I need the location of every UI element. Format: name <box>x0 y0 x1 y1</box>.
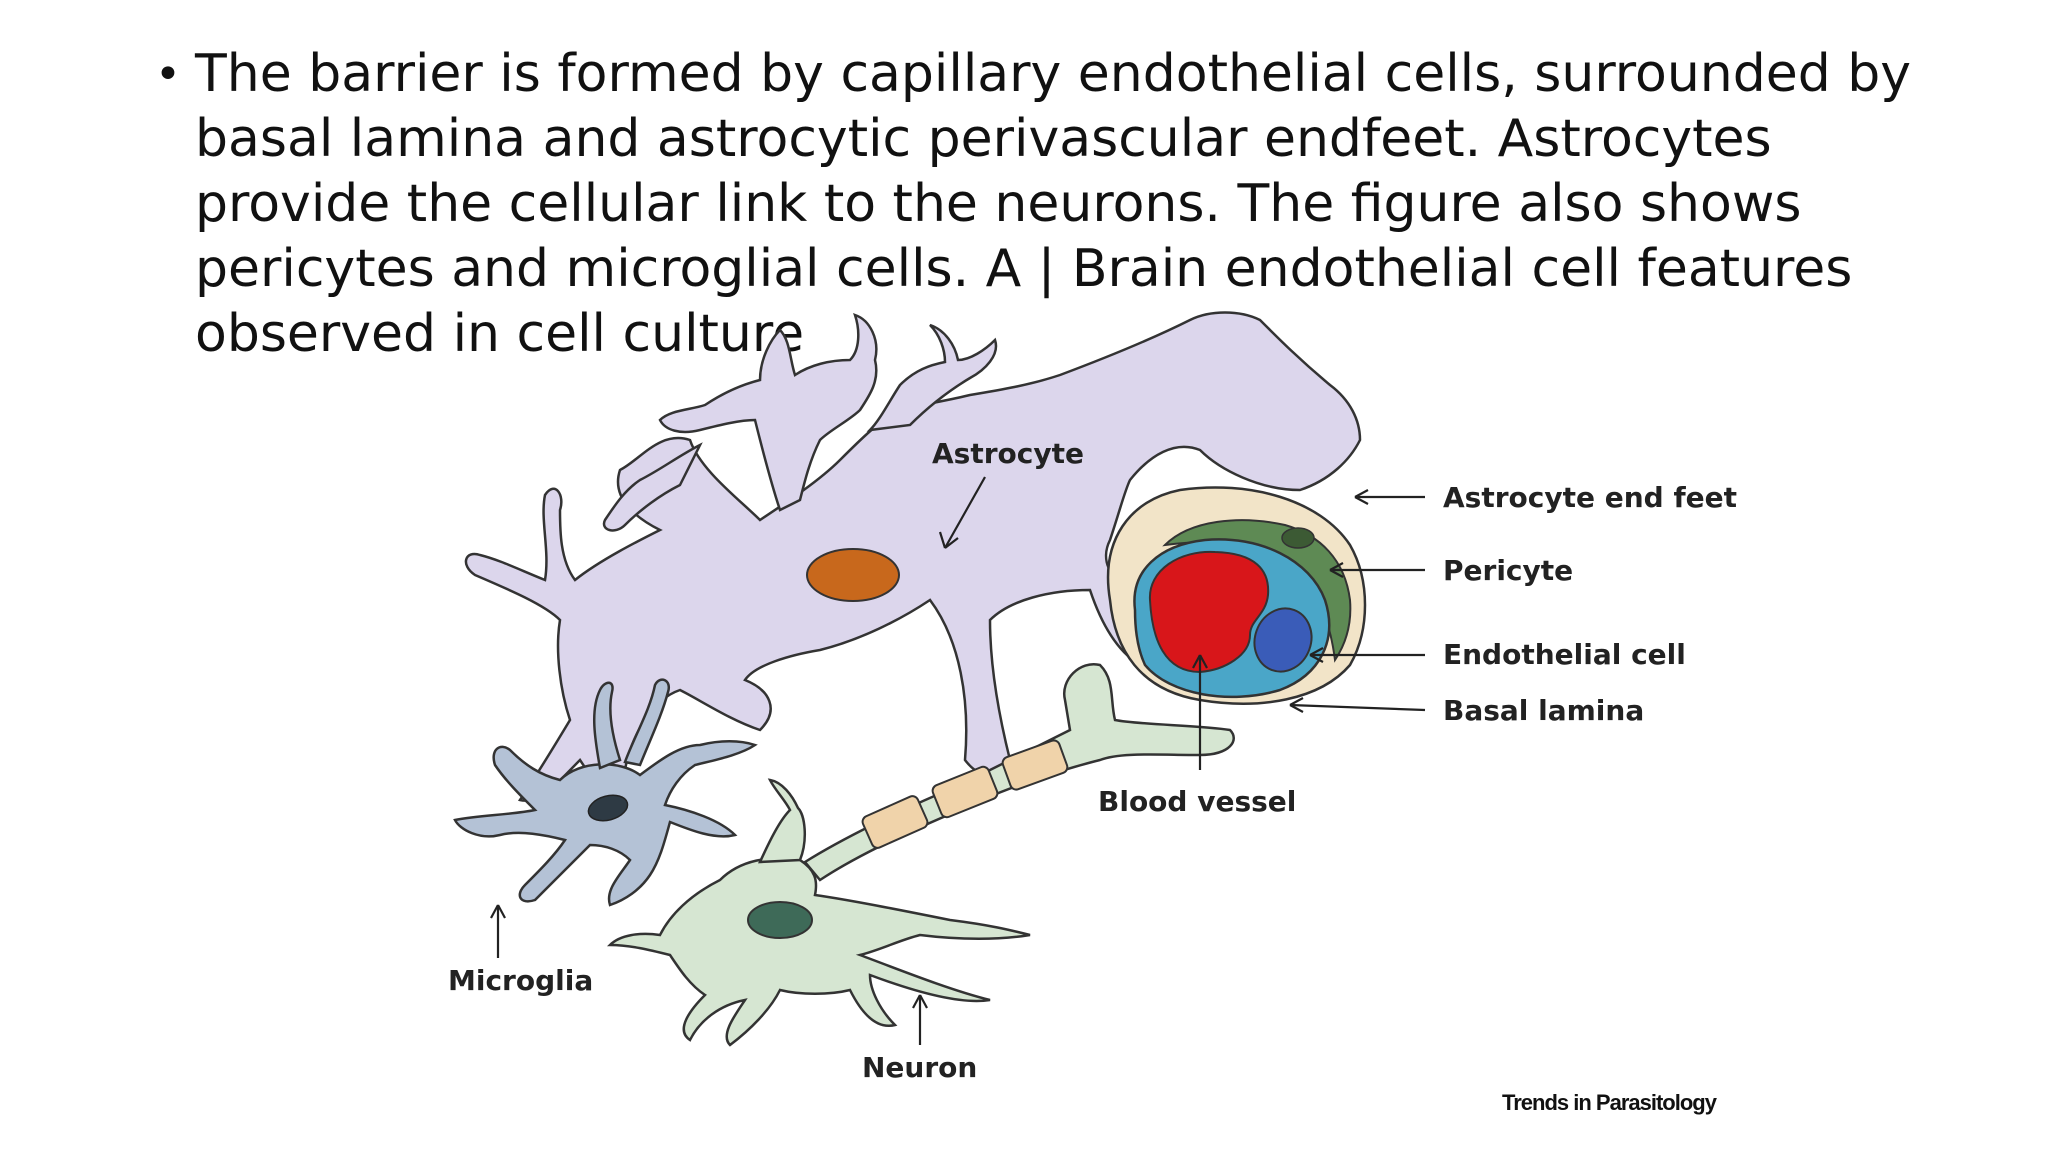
myelin-segment <box>931 765 999 819</box>
label-astrocyte: Astrocyte <box>932 437 1084 470</box>
pericyte-nucleus <box>1281 527 1315 549</box>
label-basal-lamina: Basal lamina <box>1443 694 1644 727</box>
bullet-text: The barrier is formed by capillary endot… <box>195 44 1912 364</box>
label-neuron: Neuron <box>862 1051 977 1084</box>
myelin-segment <box>861 795 929 849</box>
astrocyte-nucleus <box>806 548 900 602</box>
blood-vessel-cross-section <box>1106 486 1367 705</box>
endothelial-nucleus <box>1253 607 1313 673</box>
microglia-nucleus <box>587 794 629 822</box>
microglia-cell <box>453 678 758 907</box>
label-microglia: Microglia <box>448 964 593 997</box>
myelin-segment <box>1001 739 1069 791</box>
astrocyte-cell <box>464 311 1362 852</box>
label-endothelial-cell: Endothelial cell <box>1443 638 1686 671</box>
label-pericyte: Pericyte <box>1443 554 1573 587</box>
bullet-marker: • <box>155 49 181 100</box>
blood-lumen <box>1148 550 1270 674</box>
neuron-cell <box>606 778 1031 1047</box>
leader-lines <box>490 476 1426 1045</box>
neuron-axon <box>803 662 1235 882</box>
label-blood-vessel: Blood vessel <box>1098 785 1296 818</box>
source-credit: Trends in Parasitology <box>1502 1090 1718 1115</box>
neuron-nucleus <box>747 901 813 939</box>
bullet-point: • The barrier is formed by capillary end… <box>155 42 1915 367</box>
label-astrocyte-end-feet: Astrocyte end feet <box>1443 481 1737 514</box>
